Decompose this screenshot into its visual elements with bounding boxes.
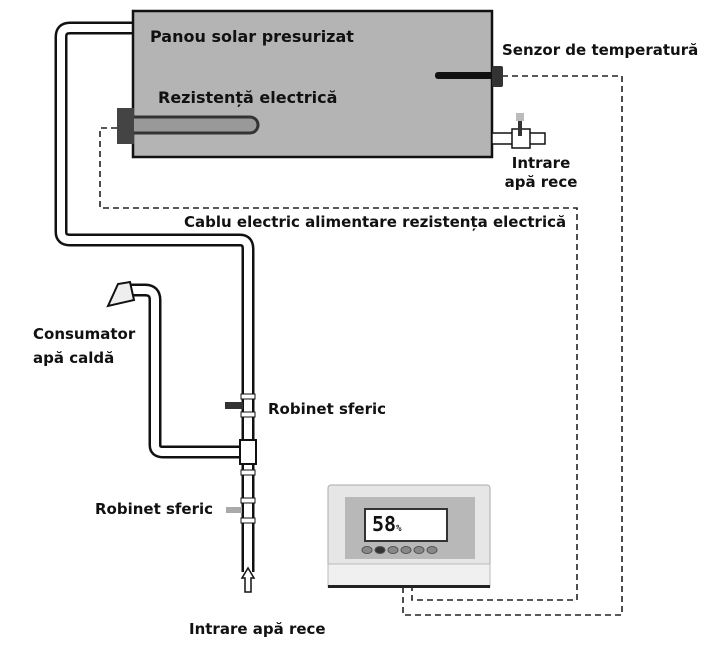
heater-label: Rezistență electrică — [158, 88, 338, 107]
sensor-cable — [402, 75, 623, 616]
bottom-inlet-label: Intrare apă rece — [189, 620, 326, 638]
cable-label: Cablu electric alimentare rezistența ele… — [184, 213, 567, 231]
controller-display-unit: % — [396, 524, 402, 534]
upper-valve-label: Robinet sferic — [268, 400, 387, 418]
tank-label: Panou solar presurizat — [150, 27, 354, 46]
lower-valve-label: Robinet sferic — [95, 500, 214, 518]
consumer-label: Consumator apă caldă — [33, 322, 135, 370]
tee-fitting — [239, 439, 257, 476]
controller-display-value: 58 — [372, 512, 397, 536]
top-inlet-pipe — [491, 113, 546, 149]
solar-controller — [327, 484, 491, 588]
consumer-label-line2: apă caldă — [33, 349, 115, 367]
heating-element — [117, 108, 260, 144]
upper-valve — [225, 393, 256, 418]
top-inlet-label-line2: apă rece — [504, 173, 578, 191]
shower-head-icon — [106, 280, 136, 308]
top-inlet-label-line1: Intrare — [511, 154, 571, 172]
lower-valve — [226, 497, 256, 524]
hot-water-pipe — [54, 21, 255, 572]
consumer-pipe — [128, 283, 248, 459]
heater-cable — [99, 127, 578, 601]
consumer-label-line1: Consumator — [33, 325, 136, 343]
controller-display: 58% — [372, 512, 402, 536]
arrow-up-icon — [240, 566, 256, 593]
sensor-label: Senzor de temperatură — [502, 41, 699, 59]
temperature-sensor — [435, 66, 503, 87]
top-inlet-label: Intrare apă rece — [492, 154, 590, 192]
